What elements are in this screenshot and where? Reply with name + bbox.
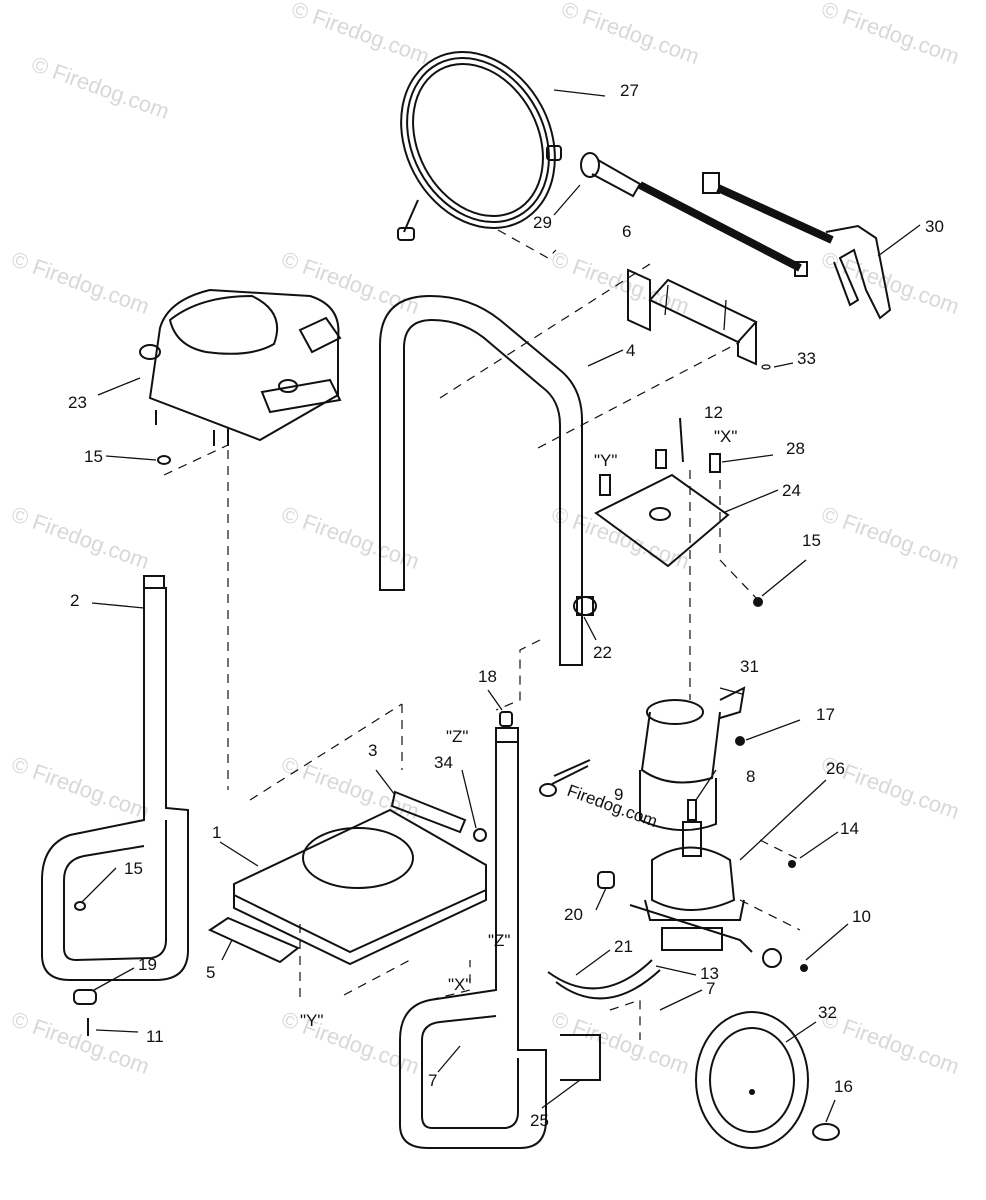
left-frame	[41, 575, 189, 981]
watermark: © Firedog.com	[8, 501, 152, 574]
watermark: © Firedog.com	[818, 0, 962, 69]
callout-25: 25	[530, 1111, 549, 1130]
watermark: © Firedog.com	[818, 501, 962, 574]
callout-30: 30	[925, 217, 944, 236]
callout-18: 18	[478, 667, 497, 686]
callout-15-engine: 15	[84, 447, 103, 466]
watermark: © Firedog.com	[8, 1006, 152, 1079]
callout-24: 24	[782, 481, 801, 500]
watermark: © Firedog.com	[8, 751, 152, 824]
thermal-relief-valve	[573, 596, 597, 616]
watermark: © Firedog.com	[28, 51, 172, 124]
watermark: © Firedog.com	[278, 246, 422, 319]
ref-x-bottom: "X"	[448, 975, 471, 994]
ref-y-top: "Y"	[594, 451, 617, 470]
ref-z-top: "Z"	[446, 727, 468, 746]
callout-33: 33	[797, 349, 816, 368]
handle-frame	[379, 294, 583, 666]
callout-7-frame: 7	[428, 1071, 437, 1090]
callout-16: 16	[834, 1077, 853, 1096]
callout-8: 8	[746, 767, 755, 786]
callout-14: 14	[840, 819, 859, 838]
callout-5: 5	[206, 963, 215, 982]
spray-wand	[580, 152, 808, 277]
callout-2: 2	[70, 591, 79, 610]
base-hardware	[73, 901, 97, 1036]
ref-x-top: "X"	[714, 427, 737, 446]
callout-19: 19	[138, 955, 157, 974]
callout-28: 28	[786, 439, 805, 458]
callout-labels: 27 29 30 6 4 33 23 15 12 "X" 28 "Y" 24 1…	[68, 81, 944, 1130]
watermark: © Firedog.com	[548, 1006, 692, 1079]
pump-mount-plate	[594, 417, 763, 607]
watermark: © Firedog.com	[558, 0, 702, 69]
ref-y-bottom: "Y"	[300, 1011, 323, 1030]
hose-coil	[397, 51, 562, 241]
callout-7-pump: 7	[706, 979, 715, 998]
callout-9: 9	[614, 785, 623, 804]
callout-32: 32	[818, 1003, 837, 1022]
spray-gun	[702, 172, 892, 320]
callout-15-frame: 15	[124, 859, 143, 878]
callout-29: 29	[533, 213, 552, 232]
leader-lines	[81, 89, 921, 1123]
ref-z-bottom: "Z"	[488, 931, 510, 950]
callout-15-plate: 15	[802, 531, 821, 550]
watermark: © Firedog.com	[8, 246, 152, 319]
callout-11: 11	[146, 1027, 164, 1046]
callout-17: 17	[816, 705, 835, 724]
callout-21: 21	[614, 937, 633, 956]
watermark: © Firedog.com	[288, 0, 432, 69]
inline-brand-mark: Firedog.com	[565, 781, 660, 831]
callout-26: 26	[826, 759, 845, 778]
callout-23: 23	[68, 393, 87, 412]
pump-assembly	[629, 821, 808, 972]
callout-22: 22	[593, 643, 612, 662]
callout-3: 3	[368, 741, 377, 760]
callout-31: 31	[740, 657, 759, 676]
pump-hose	[547, 959, 661, 1000]
assembly-guide-lines	[163, 229, 801, 1040]
callout-4: 4	[626, 341, 635, 360]
wheel	[695, 1011, 840, 1149]
base-deck	[207, 790, 487, 966]
hanger-bracket	[627, 268, 771, 370]
callout-12: 12	[704, 403, 723, 422]
callout-27: 27	[620, 81, 639, 100]
callout-6: 6	[622, 222, 631, 241]
callout-13: 13	[700, 964, 719, 983]
pump-motor-housing	[639, 686, 746, 832]
callout-34: 34	[434, 753, 453, 772]
engine	[139, 288, 342, 465]
callout-20: 20	[564, 905, 583, 924]
watermark: © Firedog.com	[278, 501, 422, 574]
callout-1: 1	[212, 823, 221, 842]
watermark: © Firedog.com	[278, 751, 422, 824]
watermark: © Firedog.com	[818, 1006, 962, 1079]
callout-10: 10	[852, 907, 871, 926]
